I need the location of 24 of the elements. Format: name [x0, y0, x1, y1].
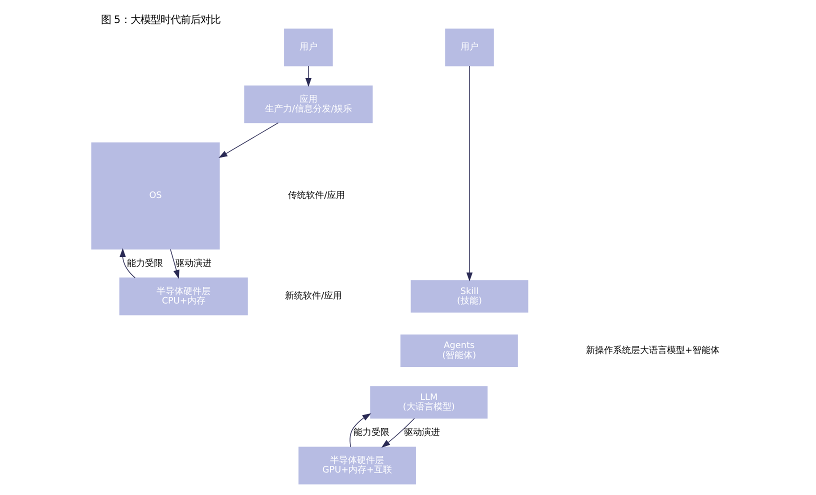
arrow	[305, 65, 312, 86]
node-box: Skill (技能)	[410, 280, 528, 312]
arrow	[218, 122, 279, 158]
edge-label: 驱动演进	[176, 258, 212, 268]
arrow	[170, 248, 180, 278]
edge-label: 驱动演进	[404, 427, 440, 438]
arrow	[381, 417, 415, 448]
arrow	[466, 65, 473, 281]
node-box: 用户	[445, 28, 494, 66]
node-box: 半导体硬件层 GPU+内存+互联	[298, 446, 416, 484]
edge-label: 能力受限	[126, 258, 163, 268]
node-box: Agents (智能体)	[400, 334, 518, 366]
node-box: LLM (大语言模型)	[370, 386, 488, 418]
label: 新操作系统层大语言模型+智能体	[586, 345, 720, 356]
node-box: 半导体硬件层 CPU+内存	[119, 277, 248, 315]
node-box: 应用 生产力/信息分发/娱乐	[244, 84, 373, 123]
node-box: 用户	[284, 28, 333, 66]
arrow	[350, 412, 372, 447]
diagram-title: 图 5：大模型时代前后对比	[100, 14, 221, 26]
edge-label: 能力受限	[354, 427, 390, 438]
label: 传统软件/应用	[288, 190, 346, 201]
arrow	[120, 248, 136, 278]
node-box: OS	[91, 142, 220, 249]
label: 新统软件/应用	[285, 291, 342, 302]
